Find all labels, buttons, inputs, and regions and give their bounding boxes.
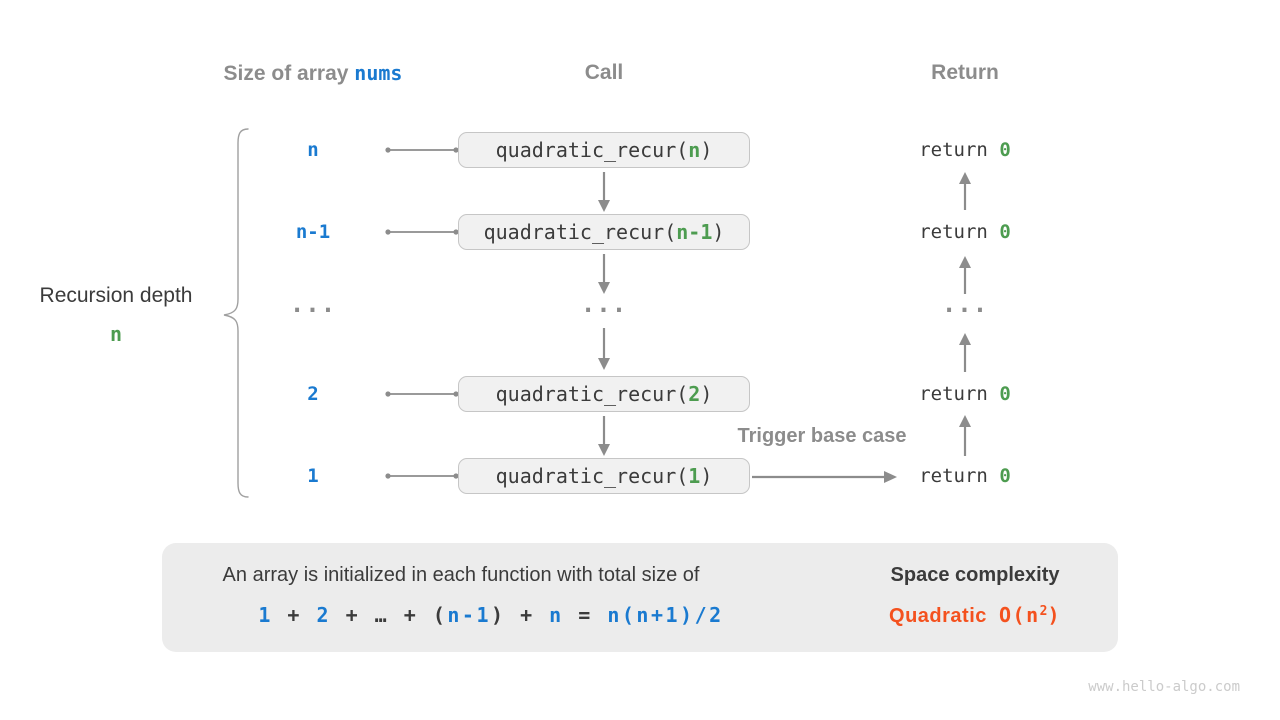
recursion-depth-brace — [223, 128, 249, 498]
call-box-n-1: quadratic_recur(n-1) — [458, 214, 750, 250]
size-label-1: 1 — [307, 465, 319, 487]
header-return: Return — [931, 61, 999, 84]
call-arg: 1 — [688, 464, 701, 488]
formula-operator: = — [563, 603, 608, 627]
formula-operator: + ( — [389, 603, 448, 627]
call-down-arrows — [598, 172, 610, 456]
formula-term: 1 — [258, 603, 273, 627]
formula-term: 2 — [316, 603, 332, 627]
complexity-name: Quadratic — [889, 605, 987, 627]
return-keyword: return — [919, 139, 1000, 161]
formula-operator: + — [331, 603, 375, 627]
call-code-2: quadratic_recur(2) — [496, 382, 713, 406]
size-label-2: 2 — [307, 383, 319, 405]
header-nums-code: nums — [354, 61, 403, 85]
trigger-arrow — [752, 471, 897, 483]
call-ellipsis: ... — [580, 290, 628, 318]
call-box-n: quadratic_recur(n) — [458, 132, 750, 168]
size-label-n-1: n-1 — [295, 221, 331, 243]
call-code-n-1: quadratic_recur(n-1) — [484, 220, 725, 244]
call-arg: n-1 — [676, 220, 713, 244]
return-value: 0 — [999, 465, 1011, 487]
summary-text: An array is initialized in each function… — [222, 564, 700, 586]
formula-term: n-1 — [447, 603, 492, 627]
return-statement-2: return 0 — [919, 381, 1011, 407]
trigger-base-case-label: Trigger base case — [737, 425, 907, 447]
recursion-depth-value: n — [109, 322, 123, 346]
return-keyword: return — [919, 465, 1000, 487]
header-size-of-array-text: Size of array — [223, 62, 355, 85]
call-arg: n — [688, 138, 701, 162]
formula-operator: ) + — [491, 603, 550, 627]
big-o-prefix: O(n — [998, 603, 1040, 627]
return-keyword: return — [919, 383, 1000, 405]
call-code-1: quadratic_recur(1) — [496, 464, 713, 488]
size-connector-lines — [385, 147, 459, 479]
return-up-arrows — [959, 172, 971, 456]
call-box-2: quadratic_recur(2) — [458, 376, 750, 412]
recursion-depth-label: Recursion depth — [39, 284, 193, 307]
space-complexity-title: Space complexity — [890, 564, 1060, 586]
call-code-n: quadratic_recur(n) — [496, 138, 713, 162]
size-ellipsis: ... — [289, 290, 337, 318]
return-statement-1: return 0 — [919, 463, 1011, 489]
return-value: 0 — [999, 139, 1011, 161]
call-paren: ) — [712, 220, 725, 244]
return-statement-n: return 0 — [919, 137, 1011, 163]
big-o-suffix: ) — [1047, 603, 1061, 627]
summary-formula: 1 + 2 + … + (n-1) + n = n(n+1)/2 — [258, 602, 723, 628]
call-fn-name: quadratic_recur( — [483, 220, 677, 244]
call-fn-name: quadratic_recur( — [495, 464, 689, 488]
size-label-n: n — [307, 139, 319, 161]
header-call: Call — [584, 61, 624, 84]
return-keyword: return — [919, 221, 1000, 243]
formula-operator: + — [272, 603, 317, 627]
return-value: 0 — [999, 221, 1011, 243]
call-box-1: quadratic_recur(1) — [458, 458, 750, 494]
return-statement-n-1: return 0 — [919, 219, 1011, 245]
formula-result: n(n+1)/2 — [607, 603, 724, 627]
call-fn-name: quadratic_recur( — [495, 138, 689, 162]
call-paren: ) — [700, 464, 713, 488]
call-paren: ) — [700, 382, 713, 406]
call-paren: ) — [700, 138, 713, 162]
header-size-of-array: Size of array nums — [224, 60, 403, 87]
formula-term: n — [549, 603, 564, 627]
return-ellipsis: ... — [941, 290, 989, 318]
complexity-gap — [987, 605, 999, 627]
call-fn-name: quadratic_recur( — [495, 382, 689, 406]
big-o-notation: O(n2) — [999, 603, 1061, 627]
call-arg: 2 — [688, 382, 701, 406]
big-o-exponent: 2 — [1039, 604, 1048, 619]
summary-panel — [162, 543, 1118, 652]
space-complexity-value: Quadratic O(n2) — [889, 601, 1061, 633]
watermark: www.hello-algo.com — [1088, 679, 1240, 695]
formula-ellipsis: … — [374, 603, 390, 627]
return-value: 0 — [999, 383, 1011, 405]
